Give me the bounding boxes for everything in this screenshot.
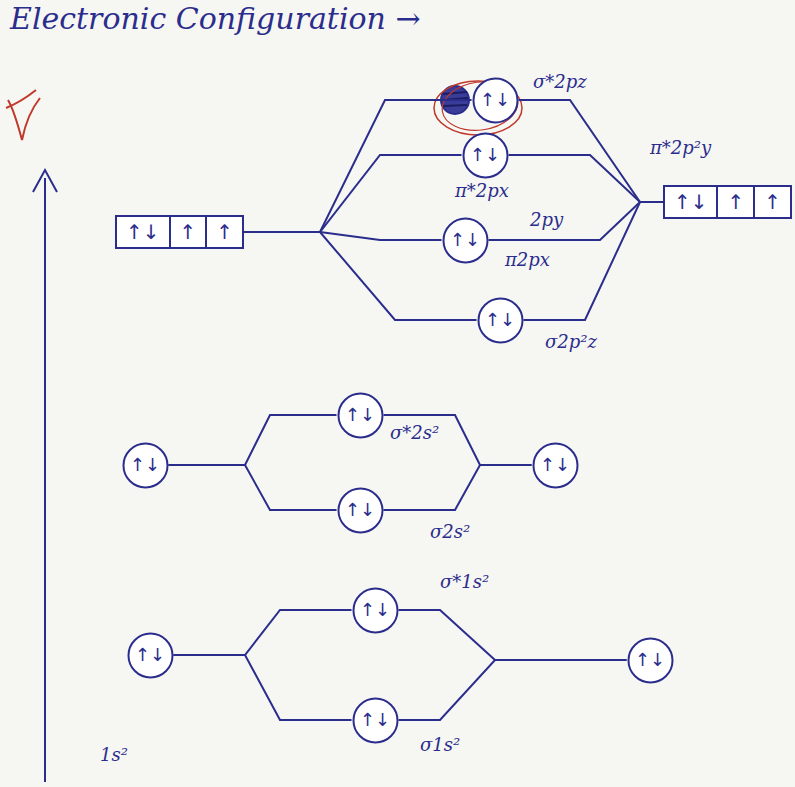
orbital-line bbox=[399, 610, 627, 660]
orbital-line bbox=[519, 100, 664, 202]
orbital-label: 2py bbox=[530, 210, 563, 231]
orbital-circle: ↑↓ bbox=[352, 697, 399, 744]
electron-arrows: ↑↓ bbox=[130, 455, 160, 475]
circle-shape bbox=[628, 638, 672, 682]
orbital-circle: ↑↓ bbox=[462, 132, 509, 179]
orbital-line bbox=[244, 155, 462, 232]
orbital-circle: ↑↓ bbox=[442, 217, 489, 264]
orbital-label: π*2p²y bbox=[650, 138, 711, 159]
orbital-circle: ↑↓ bbox=[127, 632, 174, 679]
electron-arrows: ↑↓ bbox=[345, 405, 375, 425]
orbital-circle: ↑↓ bbox=[477, 297, 524, 344]
orbital-circle: ↑↓ bbox=[337, 487, 384, 534]
circle-shape bbox=[443, 218, 487, 262]
orbital-line bbox=[384, 465, 532, 510]
orbital-box: ↑↓↑↑ bbox=[663, 185, 792, 219]
orbital-label: σ1s² bbox=[420, 735, 460, 756]
electron-arrows: ↑↓ bbox=[485, 310, 515, 330]
orbital-label: σ2s² bbox=[430, 522, 470, 543]
orbital-line bbox=[384, 415, 532, 465]
electron-arrows: ↑↓ bbox=[135, 645, 165, 665]
circle-shape bbox=[533, 443, 577, 487]
electron-arrows: ↑↓ bbox=[540, 455, 570, 475]
orbital-circle: ↑↓ bbox=[627, 637, 674, 684]
orbital-circle: ↑↓ bbox=[337, 392, 384, 439]
circle-shape bbox=[478, 298, 522, 342]
orbital-line bbox=[244, 232, 477, 320]
orbital-box: ↑↓↑↑ bbox=[115, 215, 244, 249]
red-tick bbox=[6, 90, 40, 140]
orbital-line bbox=[174, 610, 352, 655]
orbital-line bbox=[169, 415, 337, 465]
orbital-label: 1s² bbox=[100, 745, 128, 766]
circle-shape bbox=[123, 443, 167, 487]
orbital-line bbox=[174, 655, 352, 720]
electron-arrows: ↑ bbox=[716, 187, 753, 217]
circle-shape bbox=[128, 633, 172, 677]
electron-arrows: ↑↓ bbox=[450, 230, 480, 250]
title: Electronic Configuration → bbox=[10, 2, 421, 37]
electron-arrows: ↑↓ bbox=[360, 710, 390, 730]
electron-arrows: ↑↓ bbox=[345, 500, 375, 520]
circle-shape bbox=[353, 588, 397, 632]
orbital-line bbox=[244, 232, 442, 240]
electron-arrows: ↑↓ bbox=[635, 650, 665, 670]
circle-shape bbox=[338, 393, 382, 437]
energy-axis bbox=[44, 178, 46, 782]
orbital-label: σ*2s² bbox=[390, 423, 439, 444]
electron-arrows: ↑ bbox=[205, 217, 242, 247]
energy-arrowhead bbox=[33, 170, 57, 192]
circle-shape bbox=[353, 698, 397, 742]
electron-arrows: ↑ bbox=[169, 217, 206, 247]
orbital-line bbox=[169, 465, 337, 510]
electron-arrows: ↑↓ bbox=[360, 600, 390, 620]
circle-shape bbox=[338, 488, 382, 532]
circle-shape bbox=[463, 133, 507, 177]
orbital-line bbox=[509, 155, 664, 202]
circle-shape bbox=[473, 78, 517, 122]
red-ring bbox=[439, 77, 521, 135]
orbital-line bbox=[399, 660, 627, 720]
orbital-label: σ*2pz bbox=[533, 72, 587, 93]
electron-arrows: ↑↓ bbox=[117, 217, 169, 247]
orbital-line bbox=[244, 100, 472, 232]
orbital-label: π*2px bbox=[455, 181, 509, 202]
orbital-label: π2px bbox=[505, 250, 550, 271]
orbital-circle: ↑↓ bbox=[352, 587, 399, 634]
electron-arrows: ↑ bbox=[753, 187, 790, 217]
orbital-label: σ*1s² bbox=[440, 572, 489, 593]
electron-arrows: ↑↓ bbox=[480, 90, 510, 110]
electron-arrows: ↑↓ bbox=[470, 145, 500, 165]
electron-arrows: ↑↓ bbox=[665, 187, 717, 217]
orbital-circle: ↑↓ bbox=[532, 442, 579, 489]
orbital-circle: ↑↓ bbox=[472, 77, 519, 124]
orbital-label: σ2p²z bbox=[545, 332, 597, 353]
orbital-circle: ↑↓ bbox=[122, 442, 169, 489]
